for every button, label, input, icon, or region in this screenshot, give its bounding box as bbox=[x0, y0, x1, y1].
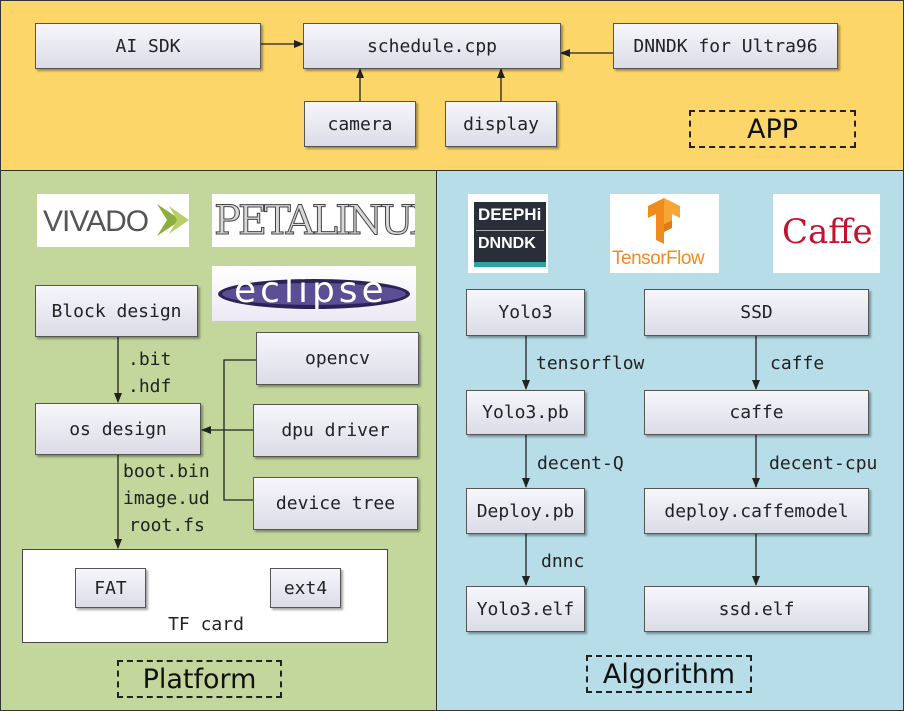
vivado-mark-icon bbox=[157, 204, 189, 236]
tf-card-label: TF card bbox=[168, 614, 244, 635]
platform-label: Platform bbox=[117, 660, 282, 698]
ext4-partition-box: ext4 bbox=[270, 568, 341, 608]
edge-label-caffe: caffe bbox=[770, 353, 825, 374]
edge-label-boot-bin: boot.bin bbox=[123, 461, 210, 482]
edge-label-root-fs: root.fs bbox=[129, 515, 205, 536]
camera-box: camera bbox=[304, 101, 416, 147]
yolo3-box: Yolo3 bbox=[466, 289, 585, 336]
fat-partition-box: FAT bbox=[75, 568, 146, 608]
edge-label-decent-q: decent-Q bbox=[537, 453, 624, 474]
deploy-caffemodel-box: deploy.caffemodel bbox=[644, 488, 869, 534]
edge-label-decent-cpu: decent-cpu bbox=[769, 453, 878, 474]
eclipse-swoosh-icon bbox=[218, 279, 410, 309]
os-design-box: os design bbox=[35, 403, 201, 455]
tensorflow-logo-text: TensorFlow bbox=[612, 248, 705, 269]
deephi-logo-text: DEEPHi bbox=[478, 205, 542, 224]
dnndk-logo-stripe bbox=[474, 262, 546, 267]
opencv-box: opencv bbox=[256, 332, 419, 385]
vivado-logo: VIVADO bbox=[37, 194, 189, 247]
edge-label-tensorflow: tensorflow bbox=[536, 353, 645, 374]
schedule-cpp-box: schedule.cpp bbox=[303, 23, 561, 69]
yolo3-pb-box: Yolo3.pb bbox=[466, 390, 585, 435]
ai-sdk-box: AI SDK bbox=[35, 23, 261, 69]
petalinux-logo: PETALINUX bbox=[212, 194, 415, 247]
dnndk-logo-text: DNNDK bbox=[478, 235, 536, 252]
eclipse-logo-text: eclipse bbox=[234, 270, 388, 311]
deephi-logo-divider bbox=[476, 230, 544, 231]
petalinux-logo-text: PETALINUX bbox=[213, 198, 415, 245]
caffe-logo: Caffe bbox=[773, 194, 880, 273]
edge-label-dnnc: dnnc bbox=[541, 551, 585, 572]
eclipse-logo: eclipse bbox=[212, 266, 416, 321]
device-tree-box: device tree bbox=[253, 477, 418, 530]
block-design-box: Block design bbox=[35, 285, 198, 337]
ssd-box: SSD bbox=[644, 289, 869, 336]
edge-label-hdf: .hdf bbox=[128, 376, 172, 397]
deephi-dnndk-logo: DEEPHi DNNDK bbox=[468, 194, 548, 273]
tensorflow-logo: TensorFlow bbox=[610, 194, 719, 273]
vivado-logo-text: VIVADO bbox=[43, 205, 149, 238]
edge-label-image-ud: image.ud bbox=[123, 488, 210, 509]
dnndk-ultra96-box: DNNDK for Ultra96 bbox=[613, 23, 838, 69]
edge-label-bit: .bit bbox=[128, 349, 172, 370]
dpu-driver-box: dpu driver bbox=[253, 404, 418, 457]
deephi-logo-band bbox=[474, 202, 546, 262]
yolo3-elf-box: Yolo3.elf bbox=[466, 586, 585, 632]
app-label: APP bbox=[689, 110, 856, 148]
ssd-elf-box: ssd.elf bbox=[644, 586, 869, 632]
deploy-pb-box: Deploy.pb bbox=[466, 488, 585, 534]
line-opencv-bracket bbox=[223, 359, 256, 501]
caffe-box: caffe bbox=[644, 390, 869, 435]
caffe-logo-text: Caffe bbox=[782, 212, 873, 252]
algorithm-label: Algorithm bbox=[586, 655, 752, 693]
display-box: display bbox=[445, 101, 557, 147]
tensorflow-mark-icon bbox=[648, 198, 680, 244]
